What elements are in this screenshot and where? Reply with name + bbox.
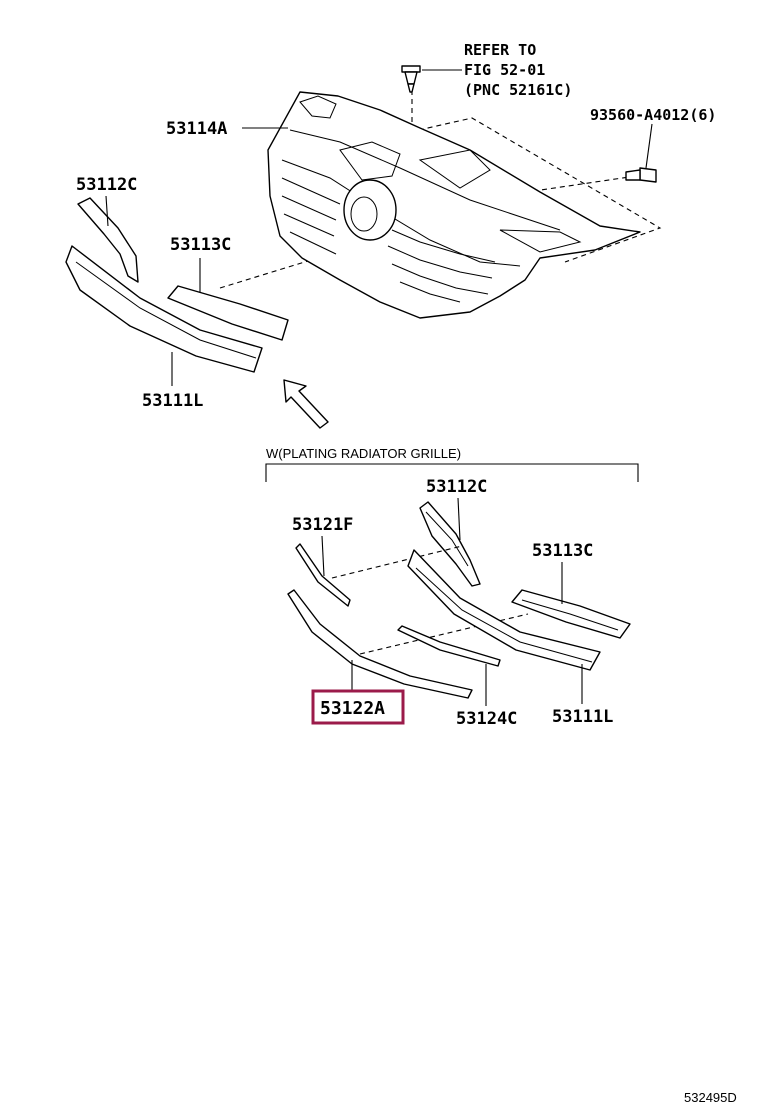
section-bracket	[265, 463, 639, 482]
lower-molding-part	[65, 245, 263, 373]
side-molding-label: 53113C	[170, 235, 231, 255]
top-molding-label: 53112C	[76, 175, 137, 195]
section-title: W(PLATING RADIATOR GRILLE)	[266, 446, 461, 461]
direction-arrow	[283, 379, 329, 429]
grille-main-label: 53114A	[166, 119, 227, 139]
top-molding-part	[77, 197, 139, 283]
highlight-box	[311, 689, 405, 725]
bolt-label: 93560-A4012(6)	[590, 106, 716, 124]
diagram-code: 532495D	[684, 1090, 737, 1105]
w-top-molding-label: 53112C	[426, 477, 487, 497]
w-lower-molding-part	[407, 549, 601, 671]
lower-molding-label: 53111L	[142, 391, 203, 411]
w-lower-strip-part	[287, 589, 473, 699]
refer-text-line-3: (PNC 52161C)	[464, 81, 572, 99]
bolt-dashed-guide	[499, 175, 637, 197]
w-top-molding-part	[419, 501, 481, 587]
refer-text-line-1: REFER TO	[464, 41, 536, 59]
side-molding-dashed-guide	[219, 244, 361, 289]
bolt	[625, 167, 657, 183]
refer-text-line-2: FIG 52-01	[464, 61, 545, 79]
radiator-grille-main	[267, 91, 641, 319]
mounting-dashed-outline	[409, 117, 662, 263]
w-center-strip-label: 53124C	[456, 709, 517, 729]
w-lower-strip-label: 53122A	[320, 698, 385, 719]
w-upper-strip-part	[295, 543, 351, 607]
w-upper-strip-label: 53121F	[292, 515, 353, 535]
w-side-molding-label: 53113C	[532, 541, 593, 561]
push-clip	[401, 65, 421, 93]
w-center-strip-part	[397, 625, 501, 667]
side-molding-part	[167, 285, 289, 341]
w-lower-molding-label: 53111L	[552, 707, 613, 727]
